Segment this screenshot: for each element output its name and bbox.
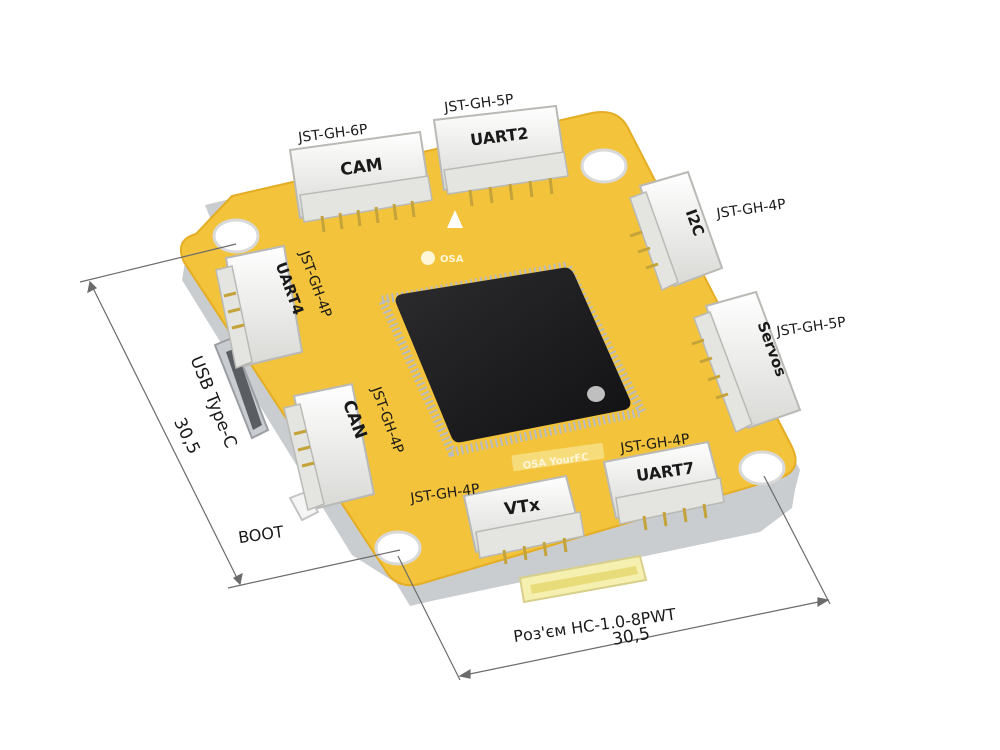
connector-uart7: UART7 [602,440,725,531]
vtx-label: VTx [503,495,541,520]
mounting-hole-top-right [580,148,628,184]
chip-body [395,267,631,443]
mounting-holes [212,148,786,566]
connector-cam: CAM [288,130,433,233]
mounting-hole-top-left [212,218,260,254]
mcu-chip [375,260,649,458]
osa-logo: OSA [421,251,464,265]
hc-connector-label: Роз'єм HC-1.0-8PWT [512,604,677,646]
arrow-marker [447,210,463,228]
boot-button [288,490,320,522]
connector-vtx: VTx [462,474,585,565]
i2c-type-label: JST-GH-4P [715,196,787,222]
connector-uart4: UART4 [215,244,307,370]
connector-i2c: I2C [629,170,724,292]
connector-uart2: UART2 [432,104,569,207]
mounting-hole-bottom-right [738,450,786,486]
boot-label: BOOT [237,522,285,547]
connector-servos: Servos [691,290,802,434]
mounting-hole-bottom-left [374,530,422,566]
logo-text: OSA [440,254,464,265]
dimension-left [79,243,401,589]
chip-pin1-dot [587,386,605,402]
dimension-bottom [397,475,831,681]
connector-can: CAN [283,382,376,512]
servos-type-label: JST-GH-5P [775,314,847,340]
usb-type-c-port [213,336,270,440]
hc-bottom-connector [518,554,648,604]
